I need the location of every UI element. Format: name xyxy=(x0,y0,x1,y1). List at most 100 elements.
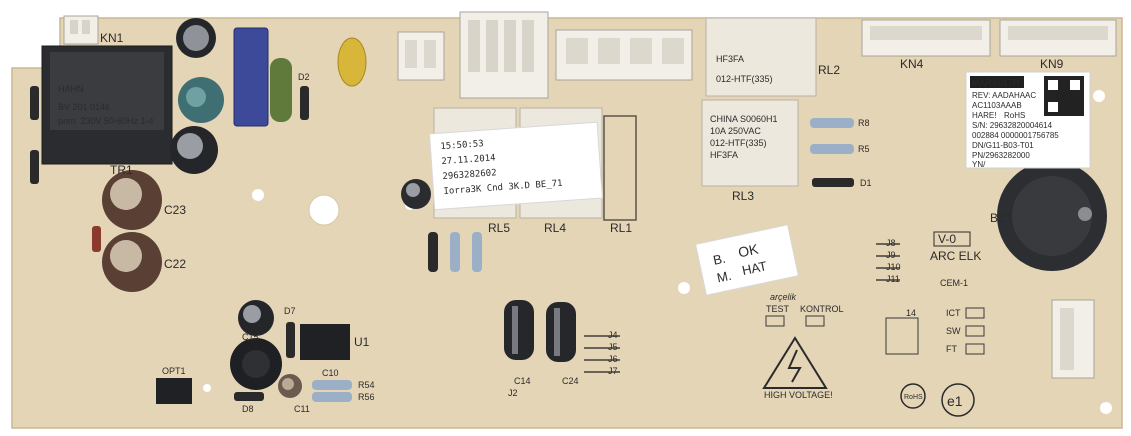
ref-j8: J8 xyxy=(886,238,896,248)
ref-j4: J4 xyxy=(608,330,618,340)
e1-icon xyxy=(941,383,975,417)
ref-d2: D2 xyxy=(298,72,310,82)
ref-j5: J5 xyxy=(608,342,618,352)
relay-rl3: HF3FA 012-HTF(335) 10A 250VAC CHINA S006… xyxy=(701,99,799,187)
ref-kn4: KN4 xyxy=(900,57,924,71)
relay-rl1 xyxy=(603,115,637,221)
resistor-r56 xyxy=(312,392,352,402)
part-label-hare: HARE! xyxy=(972,111,996,120)
relay-text: 012-HTF(335) xyxy=(710,138,767,148)
sw-pad xyxy=(965,325,985,337)
part-label-yn: YN/ xyxy=(972,160,986,169)
resistor xyxy=(270,58,292,122)
jumpers-j4-j7 xyxy=(584,335,620,373)
mounting-hole xyxy=(1100,402,1112,414)
part-label-rohs: RoHS xyxy=(1004,111,1025,120)
silk-arcelik-logo: arçelik xyxy=(770,292,797,302)
silk-ict: ICT xyxy=(946,308,961,318)
ref-r5: R5 xyxy=(858,144,870,154)
ref-d8: D8 xyxy=(242,404,254,414)
header-14 xyxy=(885,317,919,355)
resistor-r54 xyxy=(312,380,352,390)
resistor xyxy=(428,232,438,272)
relay-rl2: HF3FA 012-HTF(335) xyxy=(705,17,817,97)
connector-kn2 xyxy=(397,31,445,81)
part-label-sticker: MARK017R REV: AADAHAAC AC1103AAAB HARE! … xyxy=(965,71,1091,169)
diode xyxy=(30,150,39,184)
relay-text: HF3FA xyxy=(710,150,738,160)
ref-c14: C14 xyxy=(514,376,531,386)
diode-d7 xyxy=(286,322,295,358)
resistor-r5 xyxy=(810,144,854,154)
ref-j9: J9 xyxy=(886,250,896,260)
ref-r54: R54 xyxy=(358,380,375,390)
ref-tr1: TR1 xyxy=(110,163,133,177)
mounting-hole xyxy=(203,384,211,392)
ft-pad xyxy=(965,343,985,355)
mounting-hole xyxy=(1093,90,1105,102)
ic-u1 xyxy=(300,324,350,360)
ref-rl5: RL5 xyxy=(488,221,510,235)
ok-label-ok: OK xyxy=(737,240,761,260)
capacitor xyxy=(504,300,534,360)
rohs-icon xyxy=(900,383,926,409)
connector-large xyxy=(459,11,549,99)
capacitor xyxy=(278,374,302,398)
capacitor xyxy=(176,18,216,58)
x-capacitor xyxy=(233,27,269,127)
part-label-code: AC1103AAAB xyxy=(972,101,1022,110)
ref-kn1: KN1 xyxy=(100,31,124,45)
ref-c24: C24 xyxy=(562,376,579,386)
diode xyxy=(30,86,39,120)
ref-rl3: RL3 xyxy=(732,189,754,203)
varistor xyxy=(337,37,367,87)
ref-r56: R56 xyxy=(358,392,375,402)
test-pad xyxy=(765,315,785,327)
ref-c22: C22 xyxy=(164,257,186,271)
ref-kn9: KN9 xyxy=(1040,57,1064,71)
resistor xyxy=(450,232,460,272)
ref-j11: J11 xyxy=(886,274,900,284)
date-label-date: 27.11.2014 xyxy=(441,153,496,167)
silk-high-voltage: HIGH VOLTAGE! xyxy=(764,390,833,400)
resistor-r8 xyxy=(810,118,854,128)
transformer-text: BV 201 0146 xyxy=(58,102,110,112)
capacitor xyxy=(401,179,431,209)
connector-kn7 xyxy=(555,29,693,81)
inductor xyxy=(230,338,282,390)
silk-ft: FT xyxy=(946,344,957,354)
ref-j6: J6 xyxy=(608,354,618,364)
ref-j7: J7 xyxy=(608,366,618,376)
silk-cem1: CEM-1 xyxy=(940,278,968,288)
silk-test: TEST xyxy=(766,304,790,314)
connector-kn9 xyxy=(999,19,1117,57)
silk-arc-elk: ARC ELK xyxy=(930,249,981,263)
ref-j10: J10 xyxy=(886,262,901,272)
ok-label-sticker: OK HAT B. M. xyxy=(695,224,799,296)
mounting-hole xyxy=(308,194,340,226)
date-label-code: 2963282602 xyxy=(442,168,497,182)
kontrol-pad xyxy=(805,315,825,327)
diode-d2 xyxy=(300,86,309,120)
ref-j2: J2 xyxy=(508,388,518,398)
ref-rl1: RL1 xyxy=(610,221,632,235)
part-label-dn: DN/G11-B03-T01 xyxy=(972,141,1034,150)
capacitor-c22 xyxy=(102,232,162,292)
ok-label-hat: HAT xyxy=(741,258,769,278)
ref-rl4: RL4 xyxy=(544,221,566,235)
diode-d8 xyxy=(234,392,264,401)
buzzer-bz1 xyxy=(997,161,1107,271)
capacitor xyxy=(170,126,218,174)
silk-kontrol: KONTROL xyxy=(800,304,844,314)
capacitor xyxy=(178,77,224,123)
part-label-sn: S/N: 29632820004614 xyxy=(972,121,1053,130)
part-label-rev: REV: AADAHAAC xyxy=(972,91,1036,100)
optocoupler-opt1 xyxy=(156,378,192,404)
ok-label-m: M. xyxy=(716,268,733,286)
ref-c15: C15 xyxy=(242,332,259,342)
ok-label-b: B. xyxy=(712,251,727,268)
connector-kn1 xyxy=(63,15,99,45)
ref-c23: C23 xyxy=(164,203,186,217)
connector-kn4 xyxy=(861,19,991,57)
